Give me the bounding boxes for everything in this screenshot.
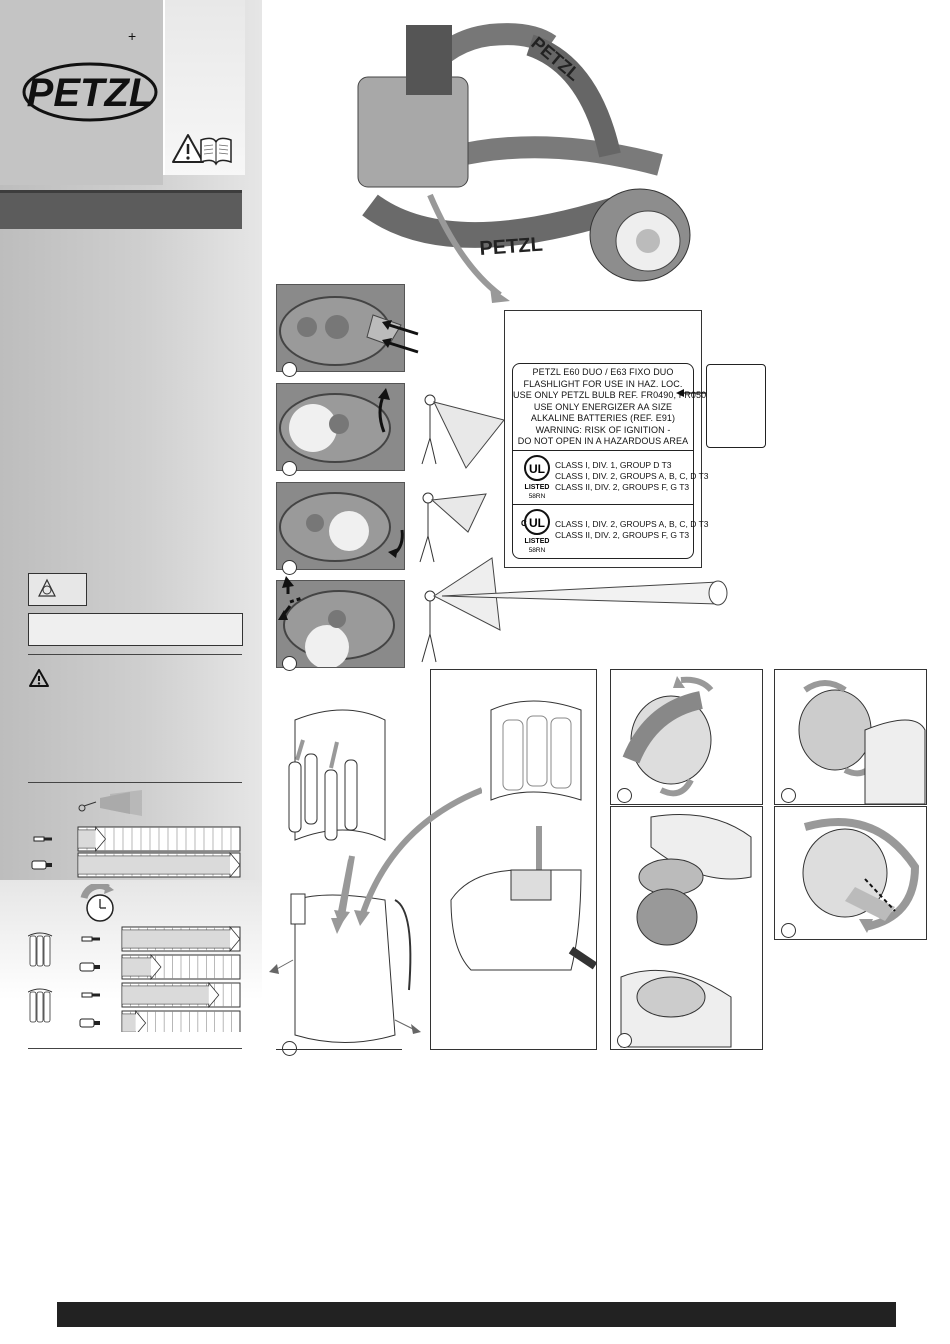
bulb-halogen-icon — [81, 936, 100, 942]
bulb-halogen-icon — [33, 836, 52, 842]
pointer-arrow-icon — [676, 389, 708, 397]
step-circle — [282, 461, 297, 476]
label-line: USE ONLY PETZL BULB REF. FR0490, FR0500 — [513, 390, 712, 400]
step-circle — [617, 1033, 632, 1048]
step-circle — [617, 788, 632, 803]
lamp-photo-4 — [276, 580, 405, 668]
warning-read-manual-box — [163, 0, 245, 175]
divider — [28, 654, 242, 655]
class-rating: CLASS II, DIV. 2, GROUPS F, G T3 — [555, 482, 690, 492]
divider — [276, 1049, 402, 1050]
duration-chart — [27, 925, 242, 1037]
brightness-chart — [28, 825, 242, 879]
lamp-photo-1 — [276, 284, 405, 372]
duration-bar — [77, 825, 241, 853]
step-circle — [282, 560, 297, 575]
step-circle — [781, 788, 796, 803]
warning-manual-icon — [172, 134, 232, 166]
battery-pack-icon — [27, 988, 53, 1023]
logo-text: PETZL — [27, 71, 154, 115]
divider — [513, 504, 693, 505]
bulb-led-icon — [79, 962, 100, 972]
lamp-photo-3 — [276, 482, 405, 570]
beam-distance-icon — [78, 790, 142, 816]
bulb-halogen-icon — [81, 992, 100, 998]
cul-listed-logo: C UL LISTED 58RN — [521, 509, 550, 554]
svg-text:LISTED: LISTED — [525, 484, 550, 491]
charger-illustration — [450, 700, 598, 971]
push-arrows-icon — [382, 320, 419, 354]
person-wide-beam-icon — [421, 394, 505, 469]
warning-icon — [29, 669, 49, 687]
callout-box — [706, 364, 766, 448]
open-lamp-panel-2 — [774, 669, 927, 805]
svg-text:C: C — [521, 519, 527, 528]
charger-panel — [430, 669, 598, 1050]
step-circle — [282, 1041, 297, 1056]
label-line: USE ONLY ENERGIZER AA SIZE — [533, 401, 673, 412]
class-rating: CLASS I, DIV. 1, GROUP D T3 — [555, 460, 672, 470]
class-rating: CLASS I, DIV. 2, GROUPS A, B, C, D T3 — [555, 471, 709, 481]
title-bar — [0, 190, 242, 229]
duration-bar — [121, 981, 241, 1009]
open-lamp-panel-1 — [610, 669, 763, 805]
certification-label: PETZL E60 DUO / E63 FIXO DUO FLASHLIGHT … — [512, 363, 712, 559]
battery-insertion-illustration — [269, 709, 421, 1043]
label-line: ALKALINE BATTERIES (REF. E91) — [530, 413, 676, 423]
rotate-up-arrow-icon — [378, 388, 390, 433]
footer-bar — [57, 1302, 896, 1327]
divider — [513, 450, 693, 451]
class-rating: CLASS II, DIV. 2, GROUPS F, G T3 — [555, 530, 690, 540]
insert-pack-arrows — [334, 787, 482, 926]
rotate-down-arrow-icon — [388, 529, 404, 558]
step-circle — [282, 362, 297, 377]
svg-text:58RN: 58RN — [529, 547, 546, 554]
divider — [28, 1048, 242, 1049]
brightness-chart-svg — [31, 825, 241, 879]
hazard-zone-box — [28, 573, 87, 606]
step-circle — [282, 656, 297, 671]
clock-icon — [80, 884, 114, 922]
step-circle — [781, 923, 796, 938]
label-line: WARNING: RISK OF IGNITION - — [535, 424, 671, 435]
header-block — [0, 0, 163, 185]
divider — [28, 782, 242, 783]
hazard-lamp-icon — [38, 578, 56, 597]
person-medium-beam-icon — [419, 492, 487, 563]
label-line: DO NOT OPEN IN A HAZARDOUS AREA — [517, 436, 689, 446]
headlamp-illustration: PETZL PETZL — [357, 23, 691, 303]
class-rating: CLASS I, DIV. 2, GROUPS A, B, C, D T3 — [555, 519, 709, 529]
bulb-led-icon — [31, 860, 52, 870]
label-line: FLASHLIGHT FOR USE IN HAZ. LOC. — [523, 378, 683, 389]
ul-listed-logo: UL LISTED 58RN — [524, 455, 550, 500]
battery-door-panel — [774, 806, 927, 940]
svg-text:PETZL: PETZL — [479, 234, 544, 260]
duration-bar — [121, 925, 241, 953]
duration-bar — [121, 953, 241, 981]
duration-chart-svg — [27, 925, 241, 1037]
rotate-both-arrow-icon — [278, 576, 303, 620]
bulb-led-icon — [79, 1018, 100, 1028]
svg-text:UL: UL — [529, 516, 545, 530]
petzl-logo: PETZL — [22, 62, 158, 130]
duration-bar — [77, 851, 241, 879]
info-box — [28, 613, 243, 646]
registered-mark: + — [128, 28, 137, 44]
bulb-replacement-panel — [610, 806, 763, 1050]
duration-bar — [121, 1009, 241, 1037]
battery-aa-icon — [27, 932, 53, 967]
person-long-beam-icon — [421, 557, 728, 663]
label-line: PETZL E60 DUO / E63 FIXO DUO — [532, 367, 674, 377]
svg-text:58RN: 58RN — [529, 493, 546, 500]
svg-text:UL: UL — [529, 462, 545, 476]
svg-text:LISTED: LISTED — [525, 538, 550, 545]
